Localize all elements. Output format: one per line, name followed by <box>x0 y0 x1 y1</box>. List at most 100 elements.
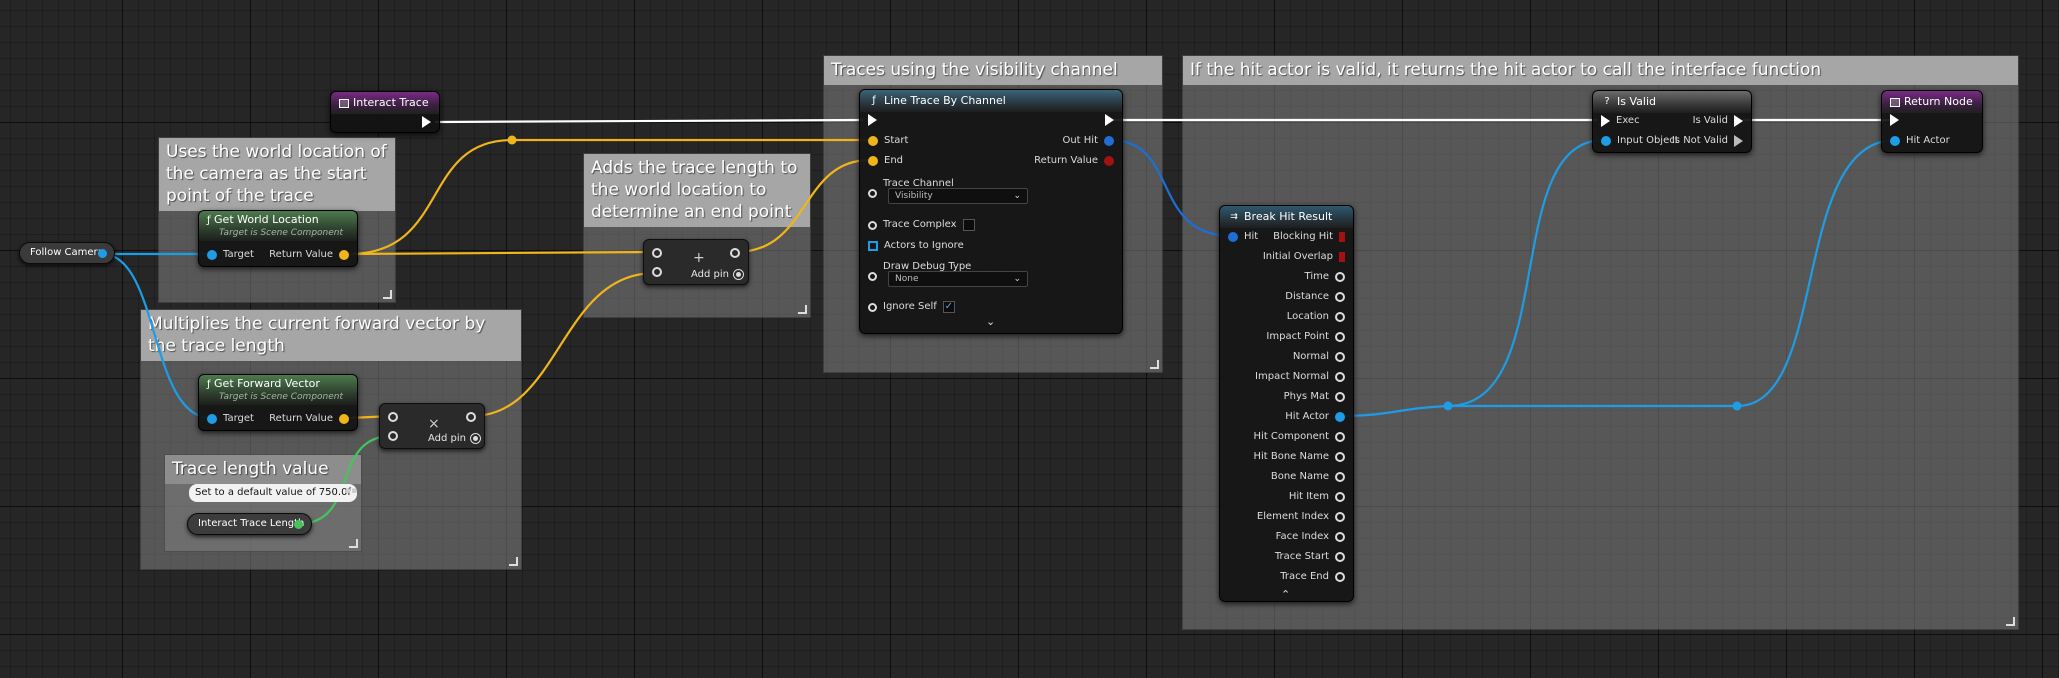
comment-box-trace-length[interactable]: Trace length value <box>164 454 362 552</box>
draw-debug-type-pin[interactable] <box>868 272 877 281</box>
resize-handle[interactable] <box>509 557 518 566</box>
vector-in-pin-a[interactable] <box>388 412 398 422</box>
is-not-valid-exec-out-pin[interactable] <box>1734 135 1743 147</box>
bubble-pin-icon[interactable]: ▪▪ <box>345 486 358 496</box>
trace-complex-pin[interactable] <box>868 220 877 230</box>
node-header[interactable]: ? Is Valid <box>1593 91 1751 113</box>
pin-label: Is Not Valid <box>1671 135 1728 146</box>
return-node[interactable]: Return Node Hit Actor <box>1881 90 1983 153</box>
comment-title[interactable]: Trace length value <box>165 455 361 484</box>
function-icon: ƒ <box>207 215 211 226</box>
phys-mat-pin[interactable] <box>1335 392 1345 402</box>
hit-actor-pin[interactable] <box>1335 412 1345 422</box>
out-hit-pin[interactable] <box>1104 136 1114 146</box>
line-trace-by-channel-node[interactable]: ƒ Line Trace By Channel Start Out Hit En… <box>859 89 1123 334</box>
start-pin[interactable] <box>868 136 878 146</box>
face-index-pin[interactable] <box>1335 532 1345 542</box>
element-index-pin[interactable] <box>1335 512 1345 522</box>
float-in-pin-b[interactable] <box>388 431 398 441</box>
object-out-pin[interactable] <box>98 249 107 258</box>
follow-camera-variable-node[interactable]: Follow Camera <box>19 242 115 264</box>
exec-out-pin[interactable] <box>422 116 431 128</box>
comment-box-add-trace[interactable]: Adds the trace length to the world locat… <box>583 153 811 318</box>
exec-in-pin[interactable] <box>1601 115 1610 127</box>
pin-label: Impact Point <box>1266 331 1329 342</box>
get-forward-vector-node[interactable]: ƒ Get Forward Vector Target is Scene Com… <box>198 374 358 431</box>
node-header[interactable]: ƒ Get World Location Target is Scene Com… <box>199 211 357 241</box>
return-value-pin[interactable] <box>339 250 349 260</box>
break-hit-output-row: Distance <box>1220 290 1353 304</box>
input-object-pin[interactable] <box>1601 136 1611 146</box>
end-pin[interactable] <box>868 156 878 166</box>
pin-label: Out Hit <box>1062 135 1098 146</box>
return-icon <box>1890 97 1900 107</box>
return-value-pin[interactable] <box>339 414 349 424</box>
impact-point-pin[interactable] <box>1335 332 1345 342</box>
node-header[interactable]: ƒ Line Trace By Channel <box>860 90 1122 112</box>
initial-overlap-pin[interactable] <box>1339 252 1345 262</box>
impact-normal-pin[interactable] <box>1335 372 1345 382</box>
is-valid-exec-out-pin[interactable] <box>1734 115 1743 127</box>
trace-start-pin[interactable] <box>1335 552 1345 562</box>
comment-title[interactable]: Uses the world location of the camera as… <box>159 138 395 211</box>
trace-channel-pin[interactable] <box>868 189 877 198</box>
vector-out-pin[interactable] <box>730 248 740 258</box>
draw-debug-type-dropdown[interactable]: None ⌄ <box>888 271 1028 287</box>
pin-label: Trace Channel <box>883 178 954 189</box>
trace-end-pin[interactable] <box>1335 572 1345 582</box>
interact-trace-length-variable-node[interactable]: Interact Trace Length <box>187 513 312 535</box>
target-pin[interactable] <box>207 250 217 260</box>
target-pin[interactable] <box>207 414 217 424</box>
vector-in-pin-b[interactable] <box>652 267 662 277</box>
return-value-pin[interactable] <box>1104 156 1114 166</box>
bone-name-pin[interactable] <box>1335 472 1345 482</box>
node-header[interactable]: ⇉ Break Hit Result <box>1220 206 1353 228</box>
resize-handle[interactable] <box>383 290 392 299</box>
collapse-arrow-icon[interactable]: ⌃ <box>1281 588 1291 601</box>
blocking-hit-pin[interactable] <box>1339 232 1345 242</box>
resize-handle[interactable] <box>798 305 807 314</box>
hit-bone-name-pin[interactable] <box>1335 452 1345 462</box>
location-pin[interactable] <box>1335 312 1345 322</box>
pin-label: Exec <box>1616 115 1640 126</box>
node-comment-bubble[interactable]: Set to a default value of 750.0f <box>189 484 357 502</box>
normal-pin[interactable] <box>1335 352 1345 362</box>
vector-out-pin[interactable] <box>466 412 476 422</box>
node-header[interactable]: ƒ Get Forward Vector Target is Scene Com… <box>199 375 357 405</box>
hit-component-pin[interactable] <box>1335 432 1345 442</box>
exec-out-pin[interactable] <box>1105 114 1114 126</box>
is-valid-macro-node[interactable]: ? Is Valid Exec Is Valid Input Object Is… <box>1592 90 1752 153</box>
comment-title[interactable]: If the hit actor is valid, it returns th… <box>1183 56 2018 85</box>
node-header[interactable]: Interact Trace <box>331 92 439 114</box>
vector-in-pin-a[interactable] <box>652 248 662 258</box>
time-pin[interactable] <box>1335 272 1345 282</box>
add-symbol: + <box>693 250 705 266</box>
exec-in-pin[interactable] <box>868 114 877 126</box>
resize-handle[interactable] <box>1150 360 1159 369</box>
trace-channel-dropdown[interactable]: Visibility ⌄ <box>888 188 1028 204</box>
resize-handle[interactable] <box>2006 617 2015 626</box>
get-world-location-node[interactable]: ƒ Get World Location Target is Scene Com… <box>198 210 358 267</box>
hit-actor-in-pin[interactable] <box>1890 136 1900 146</box>
float-out-pin[interactable] <box>294 520 303 529</box>
multiply-node[interactable]: × Add pin <box>379 403 485 449</box>
resize-handle[interactable] <box>349 539 358 548</box>
ignore-self-pin[interactable] <box>868 302 877 312</box>
comment-title[interactable]: Traces using the visibility channel <box>824 56 1162 85</box>
distance-pin[interactable] <box>1335 292 1345 302</box>
expand-arrow-icon[interactable]: ⌄ <box>986 315 996 328</box>
exec-in-pin[interactable] <box>1890 114 1899 126</box>
add-pin-button[interactable]: Add pin <box>691 269 745 280</box>
interact-trace-event-node[interactable]: Interact Trace <box>330 91 440 133</box>
hit-item-pin[interactable] <box>1335 492 1345 502</box>
ignore-self-checkbox[interactable]: ✓ <box>942 301 955 313</box>
add-node[interactable]: + Add pin <box>643 239 749 285</box>
comment-title[interactable]: Multiplies the current forward vector by… <box>141 310 521 361</box>
array-pin-icon[interactable] <box>868 241 878 251</box>
add-pin-button[interactable]: Add pin <box>428 433 482 444</box>
trace-complex-checkbox[interactable] <box>962 219 975 231</box>
pin-label: Hit Actor <box>1285 411 1329 422</box>
comment-title[interactable]: Adds the trace length to the world locat… <box>584 154 810 227</box>
node-header[interactable]: Return Node <box>1882 91 1982 113</box>
